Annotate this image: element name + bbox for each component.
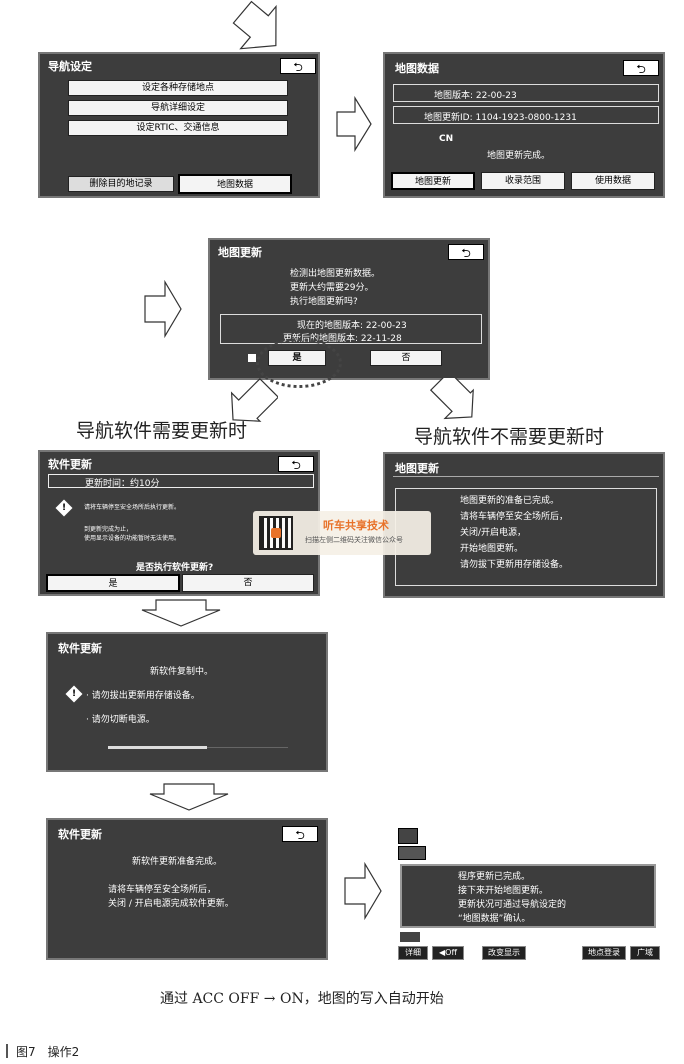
map-data-button[interactable]: 地图数据: [178, 174, 292, 194]
caption-update-not-needed: 导航软件不需要更新时: [414, 426, 605, 448]
current-version: 现在的地图版本: 22-00-23: [297, 321, 407, 331]
software-update-ready-screen: 软件更新 ⮌ 新软件更新准备完成。 请将车辆停至安全场所后， 关闭 / 开启电源…: [46, 818, 328, 960]
question-text: 执行地图更新吗?: [290, 297, 358, 307]
question-text: 是否执行软件更新?: [136, 563, 214, 573]
figure-marker: [6, 1044, 8, 1058]
map-version: 地图版本: 22-00-23: [434, 91, 517, 101]
msg-line-3: 关闭/开启电源，: [460, 528, 527, 538]
screen-title: 软件更新: [48, 458, 92, 471]
ready-text: 新软件更新准备完成。: [132, 857, 223, 867]
highlight-circle: [256, 338, 342, 388]
update-time-field: 更新时间：约10分: [48, 474, 314, 489]
yes-button[interactable]: 是: [46, 574, 180, 592]
caption-update-needed: 导航软件需要更新时: [76, 420, 248, 442]
map-update-button[interactable]: 地图更新: [391, 172, 475, 190]
nav-settings-screen: 导航设定 ⮌ 设定各种存储地点 导航详细设定 设定RTIC、交通信息 删除目的地…: [38, 52, 320, 198]
rtic-button[interactable]: 设定RTIC、交通信息: [68, 120, 288, 136]
screen-title: 软件更新: [58, 642, 102, 655]
update-done-dialog: 程序更新已完成。 接下来开始地图更新。 更新状况可通过导航设定的 “地图数据”确…: [400, 864, 656, 928]
done-line-2: 接下来开始地图更新。: [458, 886, 549, 896]
arrow-right-2: [144, 280, 182, 338]
done-line-3: 更新状况可通过导航设定的: [458, 900, 567, 910]
back-button[interactable]: ⮌: [282, 826, 318, 842]
wide-area-button[interactable]: 广域: [630, 946, 660, 960]
back-button[interactable]: ⮌: [448, 244, 484, 260]
copying-text: 新软件复制中。: [150, 667, 214, 677]
msg-line-1: 地图更新的准备已完成。: [460, 496, 560, 506]
new-version: 更新后的地图版本: 22-11-28: [283, 334, 402, 344]
storage-points-button[interactable]: 设定各种存储地点: [68, 80, 288, 96]
do-not-remove-text: · 请勿拔出更新用存储设备。: [86, 691, 200, 701]
back-button[interactable]: ⮌: [280, 58, 316, 74]
screen-title: 地图数据: [395, 62, 439, 75]
off-button[interactable]: ◀Off: [432, 946, 464, 960]
no-button[interactable]: 否: [370, 350, 442, 366]
screen-title: 地图更新: [218, 246, 262, 259]
map-screen: 程序更新已完成。 接下来开始地图更新。 更新状况可通过导航设定的 “地图数据”确…: [392, 826, 662, 966]
update-time: 更新时间：约10分: [85, 479, 160, 489]
region-label: CN: [439, 134, 454, 144]
detail-button[interactable]: 详细: [398, 946, 428, 960]
watermark: 听车共享技术 扫描左侧二维码关注微信公众号: [253, 511, 431, 555]
back-button[interactable]: ⮌: [623, 60, 659, 76]
progress-bar: [108, 746, 207, 749]
do-not-power-off-text: · 请勿切断电源。: [86, 715, 155, 725]
arrow-right-3: [344, 862, 382, 920]
warning-icon: !: [65, 685, 83, 703]
arrow-branch-left: [230, 378, 278, 422]
checkbox[interactable]: [248, 354, 256, 362]
scale-icon: [398, 846, 426, 860]
msg-line-5: 请勿拔下更新用存储设备。: [460, 560, 569, 570]
screen-title: 地图更新: [395, 462, 439, 475]
back-button[interactable]: ⮌: [278, 456, 314, 472]
warning-icon: !: [55, 499, 73, 517]
no-button[interactable]: 否: [182, 574, 314, 592]
update-id-field: 地图更新ID: 1104-1923-0800-1231: [393, 106, 659, 124]
software-update-confirm-screen: 软件更新 ⮌ 更新时间：约10分 ! 请将车辆停至安全场所后执行更新。 到更新完…: [38, 450, 320, 596]
figure-label: 图7 操作2: [16, 1045, 80, 1059]
arrow-branch-right: [429, 378, 474, 420]
compass-icon: [398, 828, 418, 844]
arrow-down-2: [149, 783, 229, 811]
watermark-title: 听车共享技术: [323, 519, 389, 532]
caption-acc: 通过 ACC OFF → ON，地图的写入自动开始: [160, 991, 444, 1007]
title-divider: [393, 476, 659, 477]
note-line-2: 使用显示设备的功能暂时无法使用。: [84, 535, 181, 542]
mini-icon: [400, 932, 420, 942]
arrow-top: [232, 0, 277, 50]
screen-title: 软件更新: [58, 828, 102, 841]
version-panel: 现在的地图版本: 22-00-23 更新后的地图版本: 22-11-28: [220, 314, 482, 344]
done-line-1: 程序更新已完成。: [458, 872, 531, 882]
coverage-button[interactable]: 收录范围: [481, 172, 565, 190]
message-panel: 地图更新的准备已完成。 请将车辆停至安全场所后， 关闭/开启电源， 开始地图更新…: [395, 488, 657, 586]
update-id: 地图更新ID: 1104-1923-0800-1231: [424, 113, 577, 123]
done-line-4: “地图数据”确认。: [458, 914, 531, 924]
map-data-screen: 地图数据 ⮌ 地图版本: 22-00-23 地图更新ID: 1104-1923-…: [383, 52, 665, 198]
map-version-field: 地图版本: 22-00-23: [393, 84, 659, 102]
screen-title: 导航设定: [48, 60, 92, 73]
qr-code-icon: [259, 516, 293, 550]
update-done-text: 地图更新完成。: [487, 151, 551, 161]
software-copying-screen: 软件更新 新软件复制中。 ! · 请勿拔出更新用存储设备。 · 请勿切断电源。: [46, 632, 328, 772]
usage-data-button[interactable]: 使用数据: [571, 172, 655, 190]
instruction-line-1: 请将车辆停至安全场所后，: [108, 885, 217, 895]
qr-logo-icon: [271, 528, 281, 538]
change-display-button[interactable]: 改变显示: [482, 946, 526, 960]
note-line-1: 到更新完成为止，: [84, 526, 133, 533]
msg-line-4: 开始地图更新。: [460, 544, 524, 554]
map-update-screen: 地图更新 ⮌ 检测出地图更新数据。 更新大约需要29分。 执行地图更新吗? 现在…: [208, 238, 490, 380]
arrow-right-1: [336, 96, 372, 152]
register-point-button[interactable]: 地点登录: [582, 946, 626, 960]
nav-detail-button[interactable]: 导航详细设定: [68, 100, 288, 116]
watermark-subtitle: 扫描左侧二维码关注微信公众号: [305, 536, 403, 544]
delete-history-button[interactable]: 删除目的地记录: [68, 176, 174, 192]
arrow-down-1: [141, 599, 221, 627]
time-text: 更新大约需要29分。: [290, 283, 374, 293]
warning-text: 请将车辆停至安全场所后执行更新。: [84, 504, 181, 511]
instruction-line-2: 关闭 / 开启电源完成软件更新。: [108, 899, 234, 909]
detect-text: 检测出地图更新数据。: [290, 269, 381, 279]
msg-line-2: 请将车辆停至安全场所后，: [460, 512, 569, 522]
